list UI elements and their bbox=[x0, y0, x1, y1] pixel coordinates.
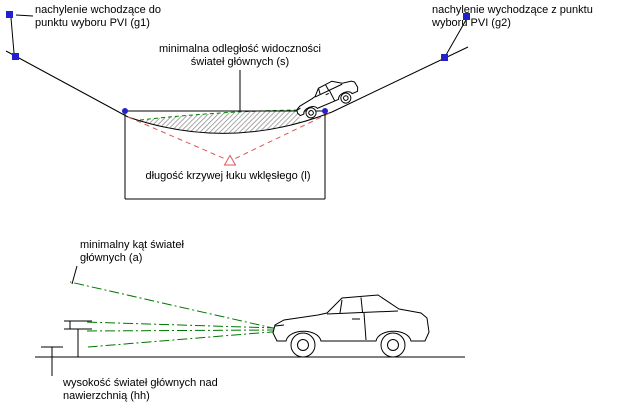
g1-label-leader bbox=[15, 14, 34, 17]
beam-mid-upper bbox=[83, 321, 278, 329]
label-headlight-angle-a: minimalny kąt świateł głównych (a) bbox=[80, 239, 184, 264]
sag-curve-section bbox=[5, 11, 470, 200]
sight-distance-endpoint-dot-right bbox=[322, 108, 328, 114]
dimension-lines bbox=[124, 70, 326, 200]
grip-markers bbox=[6, 11, 470, 61]
g2-grip-connector bbox=[445, 19, 467, 56]
label-headlight-height-hh: wysokość świateł głównych nad nawierzchn… bbox=[63, 377, 218, 402]
headlight-section bbox=[35, 265, 465, 376]
grip-square-icon bbox=[6, 11, 13, 18]
headlight-beams bbox=[69, 281, 278, 348]
tangent-g1-line bbox=[5, 50, 129, 118]
angle-label-leader bbox=[71, 265, 78, 285]
grip-square-icon bbox=[12, 53, 19, 60]
sight-distance-endpoint-dot-left bbox=[122, 108, 128, 114]
grip-square-icon bbox=[463, 13, 470, 20]
grip-square-icon bbox=[441, 54, 448, 61]
label-outgoing-grade-g2: nachylenie wychodzące z punktu wyboru PV… bbox=[432, 4, 593, 29]
headlight-visibility-hatch bbox=[140, 110, 300, 134]
headlight-height-marks bbox=[41, 320, 92, 376]
g1-grip-connector bbox=[10, 17, 15, 54]
car-side-view bbox=[272, 294, 430, 358]
sight-distance-line bbox=[139, 109, 300, 121]
pvi-triangle-marker bbox=[223, 154, 237, 166]
beam-lower bbox=[87, 331, 278, 348]
beam-upper bbox=[69, 281, 278, 330]
label-sag-curve-length-l: długość krzywej łuku wklęsłego (l) bbox=[145, 170, 311, 182]
beam-mid-lower bbox=[83, 329, 278, 332]
label-headlight-sight-distance-s: minimalna odległość widoczności świateł … bbox=[158, 43, 322, 68]
label-incoming-grade-g1: nachylenie wchodzące do punktu wyboru PV… bbox=[35, 4, 161, 29]
sag-curve-road bbox=[127, 111, 333, 134]
